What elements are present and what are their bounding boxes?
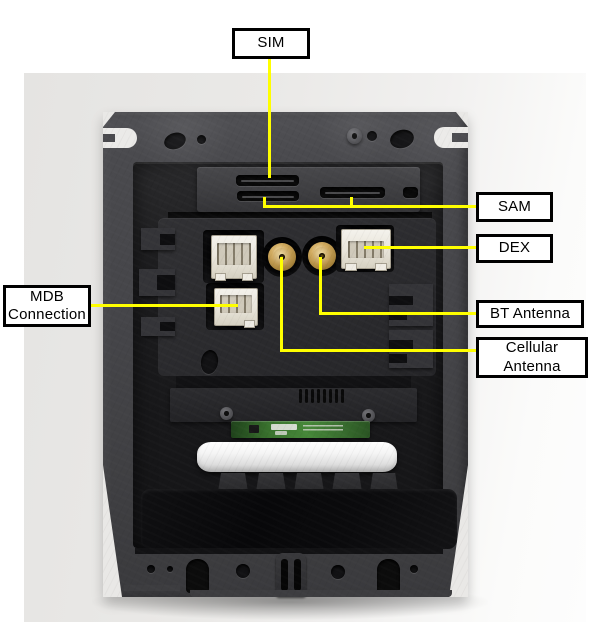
jst-latch-left [214, 273, 227, 281]
sam-card-slot-left [237, 191, 299, 201]
vent-slot [311, 389, 314, 403]
dex-connector-pins [347, 241, 385, 259]
mdb-leader-line [91, 304, 238, 307]
label-sim: SIM [232, 28, 310, 59]
sam-leader-line [263, 205, 476, 208]
mounting-notch-left-tab [103, 134, 115, 142]
bottom-rib [218, 473, 248, 492]
bt-leader-line-vertical [319, 257, 322, 315]
sma-pin [278, 253, 286, 261]
vent-slot [335, 389, 338, 403]
dex-leader-line [364, 246, 476, 249]
panel-lower-gap [176, 376, 411, 389]
pcb-screw-right [362, 409, 375, 422]
mounting-notch-left [103, 128, 137, 148]
mdb-connector [214, 288, 258, 328]
dex-connector [341, 229, 391, 271]
jst-latch-right [241, 273, 254, 281]
bottom-rib [256, 473, 286, 492]
flange-gap [135, 548, 443, 554]
label-cellular-line1: Cellular [505, 339, 559, 357]
label-mdb-line2: Connection [8, 306, 86, 323]
bottom-hole-5 [410, 565, 418, 573]
cellular-leader-line [280, 349, 476, 352]
bottom-u-notch-right [377, 559, 400, 593]
vent-slot [317, 389, 320, 403]
pcb-silkscreen-text [303, 425, 343, 433]
label-dex: DEX [476, 234, 553, 263]
bottom-hole-2 [167, 566, 173, 572]
bt-leader-line [319, 312, 476, 315]
mdb-latch [244, 320, 256, 328]
vent-slot [299, 389, 302, 403]
flange-small-hole-right [367, 131, 377, 141]
dex-latch-left [344, 263, 358, 271]
dex-latch-right [374, 263, 388, 271]
sim-leader-line [268, 59, 271, 178]
pcb-screw-left [220, 407, 233, 420]
vent-panel [170, 388, 417, 422]
pcb-board [231, 421, 370, 438]
card-insert-slot [197, 442, 397, 472]
label-mdb-connection: MDB Connection [3, 285, 91, 327]
wall-clip-right-1 [389, 284, 433, 326]
flange-small-hole-left [197, 135, 206, 144]
label-mdb-line1: MDB [30, 287, 64, 305]
wall-clip-left-1 [141, 228, 175, 250]
sim-card-slot [236, 175, 299, 186]
jst-connector [211, 235, 257, 281]
wall-clip-left-3 [141, 317, 175, 336]
mounting-notch-right [434, 127, 468, 148]
jst-connector-pins [217, 242, 251, 265]
glossy-bottom-window [141, 489, 457, 549]
label-dex-text: DEX [498, 239, 531, 257]
cellular-leader-line-vertical [280, 257, 283, 352]
bottom-u-notch-left [186, 559, 209, 593]
bottom-hole-1 [147, 565, 155, 573]
card-slot-partial [403, 187, 418, 198]
vent-slot [305, 389, 308, 403]
label-bt-antenna-text: BT Antenna [489, 304, 571, 322]
sam-leader-line-right [350, 197, 353, 208]
wall-clip-left-2 [139, 269, 175, 296]
label-bt-antenna: BT Antenna [476, 300, 584, 328]
bottom-hole-4 [331, 565, 345, 579]
bottom-step-center [190, 590, 452, 597]
bottom-rib [370, 473, 398, 492]
bottom-step-left [124, 585, 180, 591]
bottom-rib [294, 473, 324, 492]
pcb-silkscreen-mark [275, 431, 287, 435]
sma-pin [318, 252, 326, 260]
bt-antenna-connector [308, 242, 336, 270]
sam-leader-line-left [263, 197, 266, 208]
label-cellular-line2: Antenna [503, 357, 561, 375]
pcb-silkscreen-logo [271, 424, 297, 430]
label-sam-text: SAM [497, 197, 532, 215]
label-cellular-antenna: Cellular Antenna [476, 337, 588, 378]
pcb-component [249, 425, 259, 433]
label-sam: SAM [476, 192, 553, 222]
sam-card-slot-right [320, 187, 385, 198]
flange-post [347, 128, 362, 144]
bottom-rib [332, 473, 362, 492]
bottom-hole-3 [236, 564, 250, 578]
vent-slot [329, 389, 332, 403]
vent-slot [341, 389, 344, 403]
mounting-notch-right-tab [452, 133, 468, 142]
vent-slot [323, 389, 326, 403]
label-sim-text: SIM [257, 34, 285, 52]
